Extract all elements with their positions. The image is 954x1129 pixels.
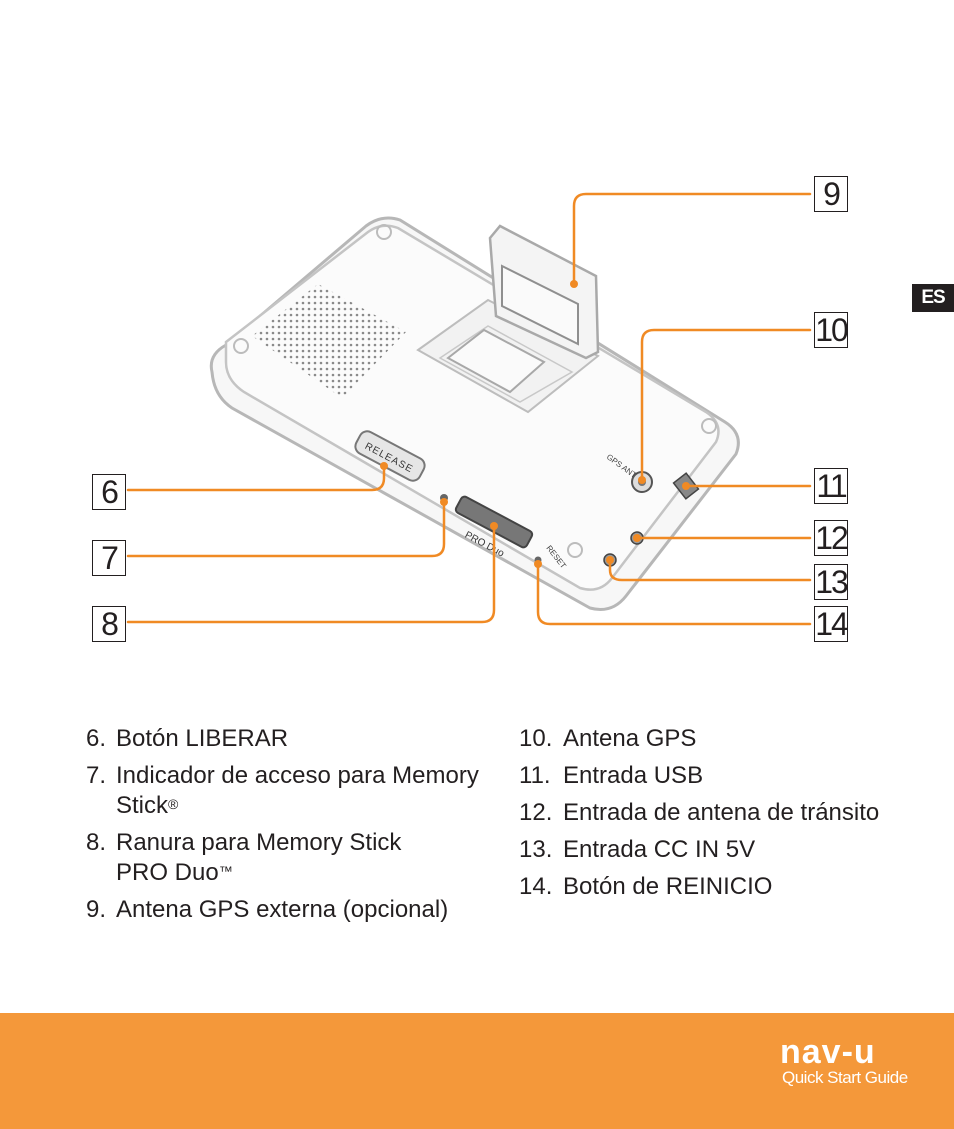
parts-list-right: 10. Antena GPS 11. Entrada USB 12. Entra… — [519, 724, 939, 909]
callout-9: 9 — [814, 176, 848, 212]
brand-wordmark: nav-u — [780, 1037, 876, 1067]
leader-line-6 — [126, 464, 386, 492]
callout-10: 10 — [814, 312, 849, 348]
callout-13: 13 — [814, 564, 849, 600]
list-item: 8. Ranura para Memory Stick PRO Duo™ — [86, 829, 402, 886]
leader-line-8 — [126, 524, 496, 624]
leader-line-7 — [126, 500, 446, 558]
list-item: 9. Antena GPS externa (opcional) — [86, 896, 449, 923]
screw-hole — [701, 418, 717, 434]
language-tab: ES — [912, 284, 954, 312]
callout-12: 12 — [814, 520, 849, 556]
leader-line-10 — [640, 328, 812, 482]
list-item: 7. Indicador de acceso para Memory Stick… — [86, 762, 479, 819]
list-item: 11. Entrada USB — [519, 762, 704, 789]
callout-14: 14 — [814, 606, 849, 642]
footer-band — [0, 1013, 954, 1129]
device-diagram: RELEASE PRO Duo RESET GPS ANT — [126, 192, 812, 626]
callout-11: 11 — [814, 468, 848, 504]
callout-7: 7 — [92, 540, 126, 576]
list-item: 12. Entrada de antena de tránsito — [519, 799, 880, 826]
screw-hole — [376, 224, 392, 240]
leader-line-13 — [608, 558, 812, 582]
speaker-grille — [252, 284, 406, 398]
screw-hole — [567, 542, 583, 558]
nav-u-logo: nav-u — [780, 1037, 876, 1067]
callout-8: 8 — [92, 606, 126, 642]
antenna-pad — [446, 328, 546, 394]
callout-6: 6 — [92, 474, 126, 510]
list-item: 14. Botón de REINICIO — [519, 873, 773, 900]
guide-subtitle: Quick Start Guide — [782, 1068, 908, 1087]
list-item: 13. Entrada CC IN 5V — [519, 836, 756, 863]
leader-line-9 — [572, 192, 812, 286]
parts-list-left: 6. Botón LIBERAR 7. Indicador de acceso … — [86, 724, 486, 932]
leader-line-14 — [536, 562, 812, 626]
screw-hole — [233, 338, 249, 354]
list-item: 6. Botón LIBERAR — [86, 725, 289, 752]
list-item: 10. Antena GPS — [519, 725, 697, 752]
